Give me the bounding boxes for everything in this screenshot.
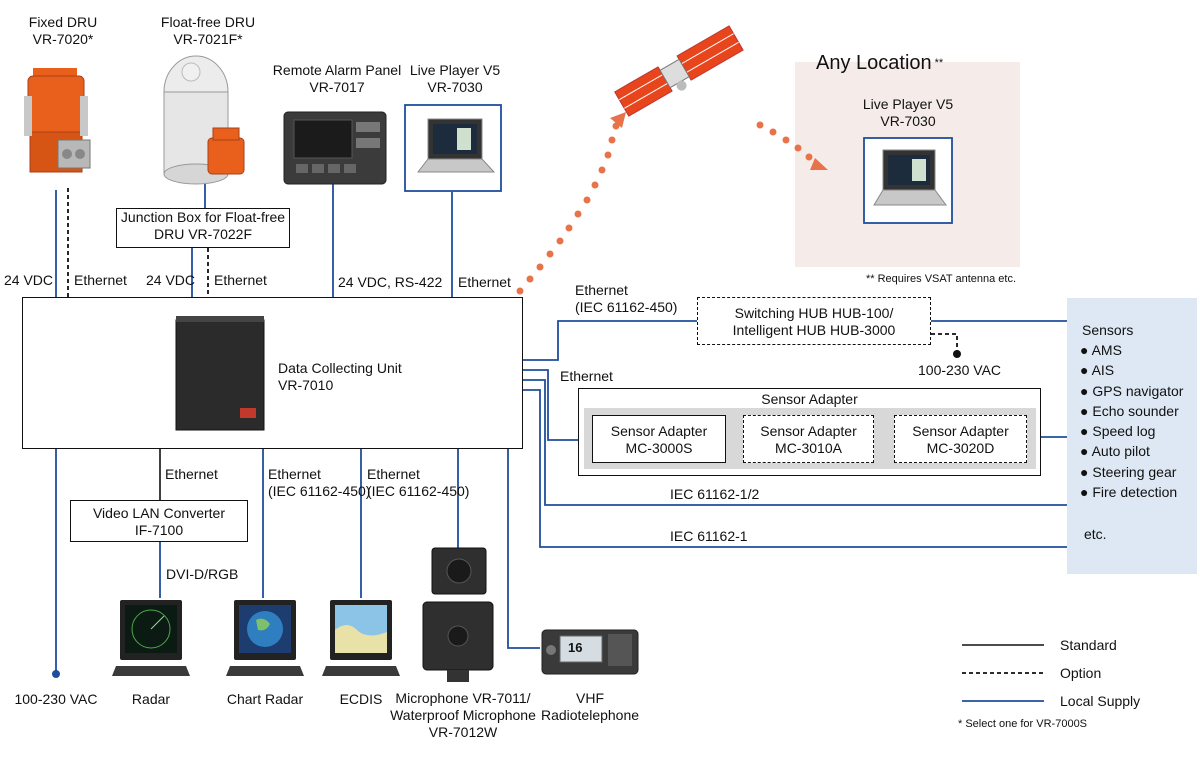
remote-laptop-image — [863, 137, 953, 224]
vhf-image — [541, 629, 639, 675]
sensor-item: ● Fire detection — [1080, 484, 1178, 501]
laptop-image — [404, 104, 502, 192]
label-bottom-vac: 100-230 VAC — [14, 691, 98, 707]
label-ethernet-b: Ethernet — [214, 272, 267, 288]
label-hub-vac: 100-230 VAC — [918, 362, 1002, 378]
sensor-adapter-group-label: Sensor Adapter — [761, 391, 858, 407]
sensors-list: ● AMS ● AIS ● GPS navigator ● Echo sound… — [1080, 342, 1183, 504]
label-ethernet-c: Ethernet — [458, 274, 511, 290]
sensors-etc: etc. — [1084, 526, 1107, 542]
legend-option: Option — [1060, 665, 1102, 681]
satellite-icon — [614, 25, 744, 117]
data-collecting-unit-box — [22, 297, 523, 449]
label-ethernet-chart: Ethernet(IEC 61162-450) — [268, 466, 371, 499]
vhf-display-value: 16 — [568, 640, 583, 655]
vsat-note: ** Requires VSAT antenna etc. — [866, 273, 1017, 285]
legend-standard: Standard — [1060, 637, 1117, 653]
sensor-item: ● GPS navigator — [1080, 382, 1184, 399]
legend-local-supply: Local Supply — [1060, 693, 1141, 709]
sensor-item: ● AIS — [1080, 362, 1115, 379]
label-iec-1: IEC 61162-1 — [670, 528, 748, 544]
label-ethernet-video: Ethernet — [165, 466, 218, 482]
ecdis-label: ECDIS — [339, 691, 383, 707]
sensor-adapter-mc3020d-box — [894, 415, 1027, 463]
radar-label: Radar — [131, 691, 171, 707]
sensor-item: ● Auto pilot — [1080, 443, 1150, 460]
float-free-dru-image — [163, 55, 245, 185]
remote-alarm-panel-image — [283, 111, 387, 185]
satellite-link — [516, 112, 828, 295]
sensors-title: Sensors — [1082, 322, 1134, 338]
fixed-dru-image — [24, 68, 91, 173]
label-ethernet-ecdis: Ethernet(IEC 61162-450) — [367, 466, 470, 499]
radar-image — [112, 600, 190, 676]
any-location-title: Any Location** — [816, 52, 944, 74]
sensor-item: ● Speed log — [1080, 423, 1156, 440]
microphone-image — [422, 547, 494, 682]
sensor-adapter-mc3010a-box — [743, 415, 874, 463]
label-ethernet-hub: Ethernet(IEC 61162-450) — [575, 282, 678, 315]
sensor-adapter-mc3000s-box — [592, 415, 726, 463]
label-iec-1-2: IEC 61162-1/2 — [670, 486, 760, 502]
hub-label: Switching HUB HUB-100/Intelligent HUB HU… — [732, 305, 896, 338]
microphone-label: Microphone VR-7011/Waterproof Microphone… — [390, 690, 536, 740]
sensor-item: ● AMS — [1080, 342, 1122, 358]
label-ethernet-sa: Ethernet — [560, 368, 613, 384]
sensor-item: ● Steering gear — [1080, 463, 1177, 480]
label-dvi: DVI-D/RGB — [166, 566, 239, 582]
video-lan-converter-box — [70, 500, 248, 542]
junction-box — [116, 208, 290, 248]
chart-radar-image — [226, 600, 304, 676]
legend-footnote: * Select one for VR-7000S — [958, 718, 1088, 730]
sensor-item: ● Echo sounder — [1080, 402, 1179, 419]
label-ethernet-a: Ethernet — [74, 272, 127, 288]
label-24vdc-a: 24 VDC — [4, 272, 54, 288]
sensors-panel — [1067, 298, 1197, 574]
dcu-cabinet-image — [175, 316, 265, 431]
hub-box — [697, 297, 931, 345]
chart-radar-label: Chart Radar — [226, 691, 304, 707]
ecdis-image — [322, 600, 400, 676]
label-24vdc-rs422: 24 VDC, RS-422 — [338, 274, 443, 290]
label-24vdc-b: 24 VDC — [146, 272, 196, 288]
